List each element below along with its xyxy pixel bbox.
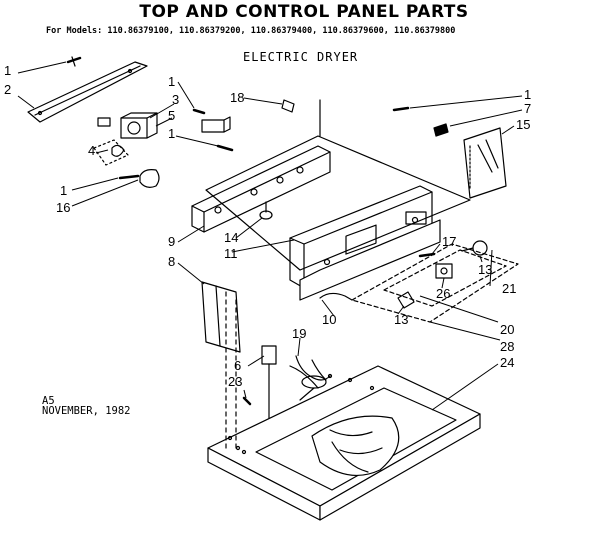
callout-19: 19 <box>292 326 306 341</box>
knob-part-14 <box>259 201 273 220</box>
bracket-part-15 <box>463 127 507 199</box>
callout-7: 7 <box>524 101 531 116</box>
switch-group-outline <box>351 243 519 323</box>
callout-26: 26 <box>436 286 450 301</box>
page-title: TOP AND CONTROL PANEL PARTS <box>139 2 469 22</box>
callout-2: 2 <box>4 82 11 97</box>
footer-code: A5 <box>42 395 55 407</box>
screw-part-1-b <box>192 108 206 115</box>
switch-part-13-b <box>397 291 415 309</box>
model-list: For Models: 110.86379100, 110.86379200, … <box>46 26 456 36</box>
switch-part-26 <box>435 263 453 279</box>
callout-15: 15 <box>516 117 530 132</box>
diagram-subtitle: ELECTRIC DRYER <box>243 50 359 64</box>
callout-1e: 1 <box>524 87 531 102</box>
trim-strip <box>27 61 148 123</box>
leader-lines <box>17 61 523 411</box>
console-backsplash <box>289 185 441 301</box>
callout-3: 3 <box>172 92 179 107</box>
callout-16: 16 <box>56 200 70 215</box>
screw-part-17 <box>418 252 436 258</box>
screw-part-1-d <box>392 106 410 112</box>
screw-part-1-a <box>66 56 82 67</box>
callout-1c: 1 <box>168 126 175 141</box>
callout-10: 10 <box>322 312 336 327</box>
callout-6: 6 <box>234 358 241 373</box>
callout-4: 4 <box>88 143 95 158</box>
screw-part-23 <box>242 396 252 406</box>
terminal-block <box>261 345 277 421</box>
clip-part-7 <box>433 123 449 137</box>
timer-motor <box>97 112 158 139</box>
main-top-assembly <box>207 291 481 521</box>
switch-block <box>201 116 231 133</box>
footer-date: NOVEMBER, 1982 <box>42 405 131 417</box>
cabinet-top-panel <box>205 99 471 271</box>
clip-part-18 <box>281 99 295 113</box>
callout-8: 8 <box>168 254 175 269</box>
callout-13a: 13 <box>478 262 492 277</box>
callout-18: 18 <box>230 90 244 105</box>
wiring-harness <box>289 355 331 401</box>
callout-20: 20 <box>500 322 514 337</box>
callout-21: 21 <box>502 281 516 296</box>
callout-13b: 13 <box>394 312 408 327</box>
callout-labels: 1 2 1 3 5 1 4 1 16 18 1 7 15 9 14 11 17 … <box>4 63 531 389</box>
callout-1d: 1 <box>60 183 67 198</box>
side-bracket-part-8 <box>201 281 241 353</box>
screw-part-1-c <box>216 144 234 152</box>
callout-23: 23 <box>228 374 242 389</box>
bracket-part-4 <box>93 139 129 166</box>
callout-17: 17 <box>442 234 456 249</box>
callout-11: 11 <box>224 246 238 261</box>
callout-1b: 1 <box>168 74 175 89</box>
callout-5: 5 <box>168 108 175 123</box>
switch-part-16 <box>118 169 160 188</box>
callout-9: 9 <box>168 234 175 249</box>
control-panel <box>191 145 331 233</box>
connector-part-10 <box>319 292 353 301</box>
callout-1a: 1 <box>4 63 11 78</box>
callout-14: 14 <box>224 230 238 245</box>
callout-24: 24 <box>500 355 514 370</box>
callout-28: 28 <box>500 339 514 354</box>
